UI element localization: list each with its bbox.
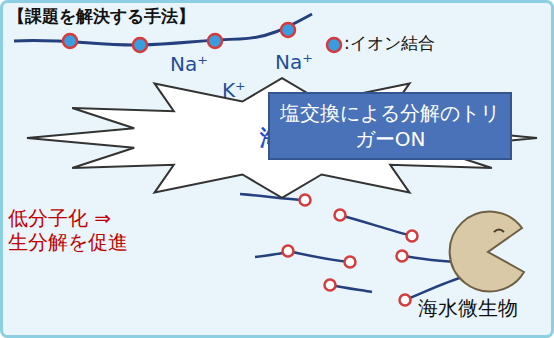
note-text: 低分子化 ⇒生分解を促進 [8,206,168,254]
node-text: 塩交換による分解のトリガーON [280,100,500,152]
broken-bonds [283,195,418,306]
microbe [450,212,524,292]
microbe-label: 海水微生物 [418,296,518,320]
ionic-bonds [63,23,295,52]
ion-label: Na⁺ [170,52,208,76]
legend-symbol [327,38,341,52]
legend-text: :イオン結合 [344,33,435,53]
burst-path [27,78,537,198]
ion-label: Na⁺ [275,50,313,74]
title: 【課題を解決する手法】 [8,6,195,26]
fragments [240,194,466,300]
process-box: 塩交換による分解のトリガーON [268,92,512,160]
